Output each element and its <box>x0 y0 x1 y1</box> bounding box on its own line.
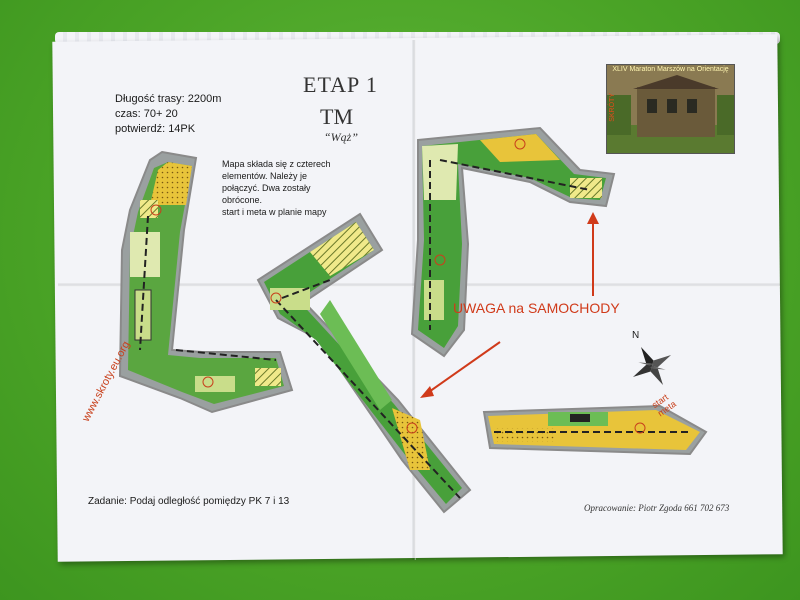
map-fragment-left <box>118 150 294 414</box>
map-fragment-hook <box>410 126 616 358</box>
route-checkpoints: potwierdź: 14PK <box>115 123 196 135</box>
route-info: Długość trasy: 2200m czas: 70+ 20 potwie… <box>115 92 221 137</box>
task-text: Zadanie: Podaj odległość pomiędzy PK 7 i… <box>88 496 290 507</box>
map-fragment-horizontal <box>482 404 708 456</box>
stage-name: “Wąż” <box>324 130 359 144</box>
stage-title: ETAP 1 <box>303 72 378 97</box>
description-line: start i meta w planie mapy <box>222 207 327 217</box>
map-description: Mapa składa się z czterech elementów. Na… <box>222 158 372 218</box>
description-line: Mapa składa się z czterech <box>222 159 331 169</box>
building-photo-image <box>607 65 734 153</box>
map-fragment-diagonal <box>256 212 472 514</box>
photo-side-label: SKRÓTY <box>609 93 616 122</box>
description-line: obrócone. <box>222 195 263 205</box>
event-photo: XLIV Maraton Marszów na Orientację SKRÓT… <box>606 64 735 154</box>
route-length: Długość trasy: 2200m <box>115 93 222 105</box>
route-time: czas: 70+ 20 <box>115 108 178 120</box>
stage-category: TM <box>320 104 353 129</box>
author-credit: Opracowanie: Piotr Zgoda 661 702 673 <box>584 503 730 513</box>
car-warning: UWAGA na SAMOCHODY <box>453 300 620 316</box>
compass-north-label: N <box>632 330 640 341</box>
photo-caption: XLIV Maraton Marszów na Orientację <box>612 66 729 73</box>
description-line: połączyć. Dwa zostały <box>222 183 311 193</box>
compass-rose-icon <box>632 346 672 386</box>
description-line: elementów. Należy je <box>222 171 308 181</box>
warning-arrows <box>420 212 599 398</box>
